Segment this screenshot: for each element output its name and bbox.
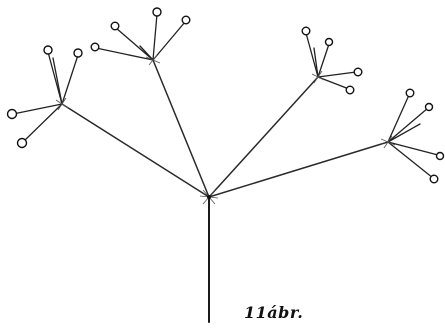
fruit <box>43 45 53 55</box>
fruit <box>405 88 415 98</box>
fruit <box>429 174 439 184</box>
fruit <box>424 102 434 112</box>
fruit <box>6 108 18 120</box>
umbellet-upper-right <box>301 26 363 95</box>
umbellet-left <box>6 45 83 149</box>
ray-upper-right <box>208 76 319 198</box>
fruit <box>110 21 120 31</box>
fruit <box>16 137 28 149</box>
fruit <box>301 26 311 36</box>
umbellet-upper-left <box>90 7 191 66</box>
ray-left <box>61 103 210 198</box>
central-involucre <box>199 189 219 205</box>
fruit <box>90 42 100 52</box>
fruit <box>152 7 162 17</box>
fruit <box>353 67 363 77</box>
primary-rays <box>61 59 389 198</box>
ray-right <box>208 141 389 198</box>
fruit <box>324 37 334 47</box>
figure-caption: 11ábr. <box>244 303 304 322</box>
ray-upper-left <box>152 59 210 198</box>
fruit <box>345 85 355 95</box>
fruit <box>73 48 83 58</box>
umbellet-right <box>380 88 445 184</box>
fruit <box>435 151 445 161</box>
fruit <box>181 15 191 25</box>
